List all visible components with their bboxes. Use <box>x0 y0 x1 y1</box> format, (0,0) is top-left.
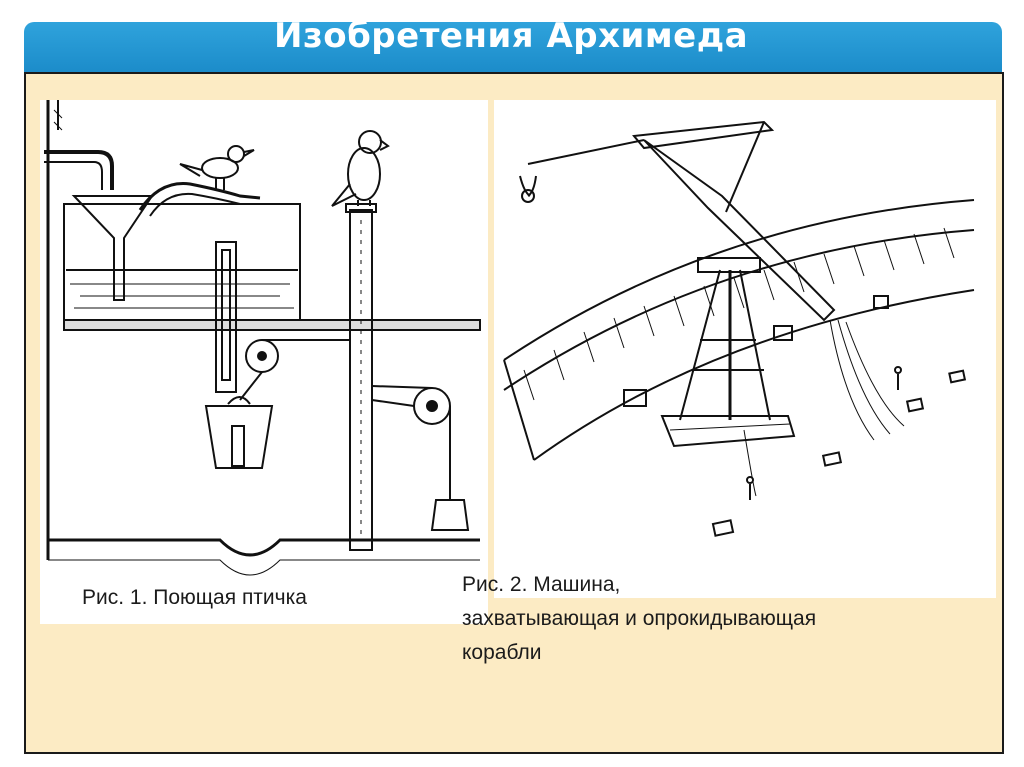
ship-crane-illustration <box>503 120 975 537</box>
figure2-caption-line2: захватывающая и опрокидывающая <box>462 607 817 630</box>
figure1-image <box>40 100 488 624</box>
figure1-caption: Рис. 1. Поющая птичка <box>82 586 307 609</box>
figure2-caption-line3: корабли <box>462 641 542 664</box>
slide-title: Изобретения Архимеда <box>274 16 749 56</box>
figure2-caption: Рис. 2. Машина, захватывающая и опрокиды… <box>462 568 816 670</box>
figure2-image <box>494 100 996 598</box>
slide-header: Изобретения Архимеда <box>24 16 1002 74</box>
singing-bird-illustration <box>44 100 481 576</box>
figure2-caption-line1: Рис. 2. Машина, <box>462 573 621 596</box>
